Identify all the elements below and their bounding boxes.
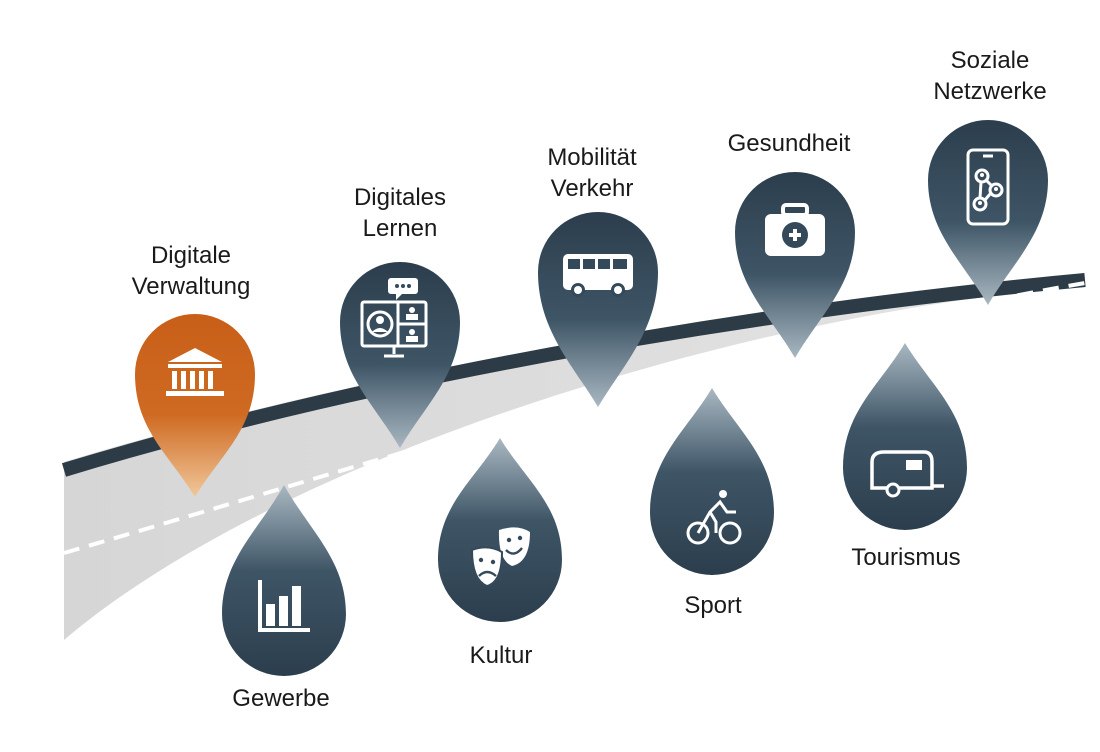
label-digitales-lernen: Digitales Lernen — [354, 182, 446, 244]
pin-sport[interactable] — [650, 388, 774, 575]
theater-masks-icon — [470, 527, 530, 588]
smartphone-network-icon — [966, 148, 1010, 226]
label-gesundheit: Gesundheit — [728, 128, 851, 159]
label-line: Digitales — [353, 184, 447, 211]
pin-tourismus[interactable] — [843, 343, 967, 530]
label-line: Gewerbe — [232, 685, 330, 712]
pin-soziale-netzwerke[interactable] — [928, 120, 1048, 305]
video-conference-icon — [360, 278, 428, 358]
label-line: Verkehr — [550, 175, 634, 202]
first-aid-kit-icon — [765, 203, 825, 256]
label-line: Kultur — [469, 642, 533, 669]
label-line: Mobilität — [547, 144, 637, 171]
pin-digitales-lernen[interactable] — [340, 262, 460, 448]
pin-gewerbe[interactable] — [222, 485, 346, 676]
caravan-icon — [870, 450, 944, 498]
label-digitale-verwaltung: Digitale Verwaltung — [132, 240, 251, 302]
bus-icon — [563, 254, 633, 297]
label-line: Soziale — [950, 47, 1030, 74]
government-building-icon — [166, 348, 224, 396]
pin-kultur[interactable] — [438, 438, 562, 622]
label-tourismus: Tourismus — [851, 542, 960, 573]
label-line: Netzwerke — [933, 78, 1047, 105]
road-center-dashes — [63, 281, 1086, 555]
label-line: Digitale — [150, 242, 232, 269]
cyclist-icon — [686, 490, 742, 545]
pin-digitale-verwaltung[interactable] — [135, 314, 255, 497]
label-line: Sport — [684, 592, 742, 619]
pin-mobilitaet-verkehr[interactable] — [538, 212, 658, 407]
label-soziale-netzwerke: Soziale Netzwerke — [933, 45, 1046, 107]
label-line: Tourismus — [851, 544, 961, 571]
label-sport: Sport — [684, 590, 741, 621]
pin-gesundheit[interactable] — [735, 172, 855, 358]
label-line: Verwaltung — [131, 273, 251, 300]
bar-chart-icon — [258, 580, 310, 632]
label-kultur: Kultur — [470, 640, 533, 671]
label-line: Lernen — [362, 215, 438, 242]
label-mobilitaet-verkehr: Mobilität Verkehr — [547, 142, 636, 204]
label-gewerbe: Gewerbe — [232, 683, 329, 714]
label-line: Gesundheit — [727, 130, 851, 157]
